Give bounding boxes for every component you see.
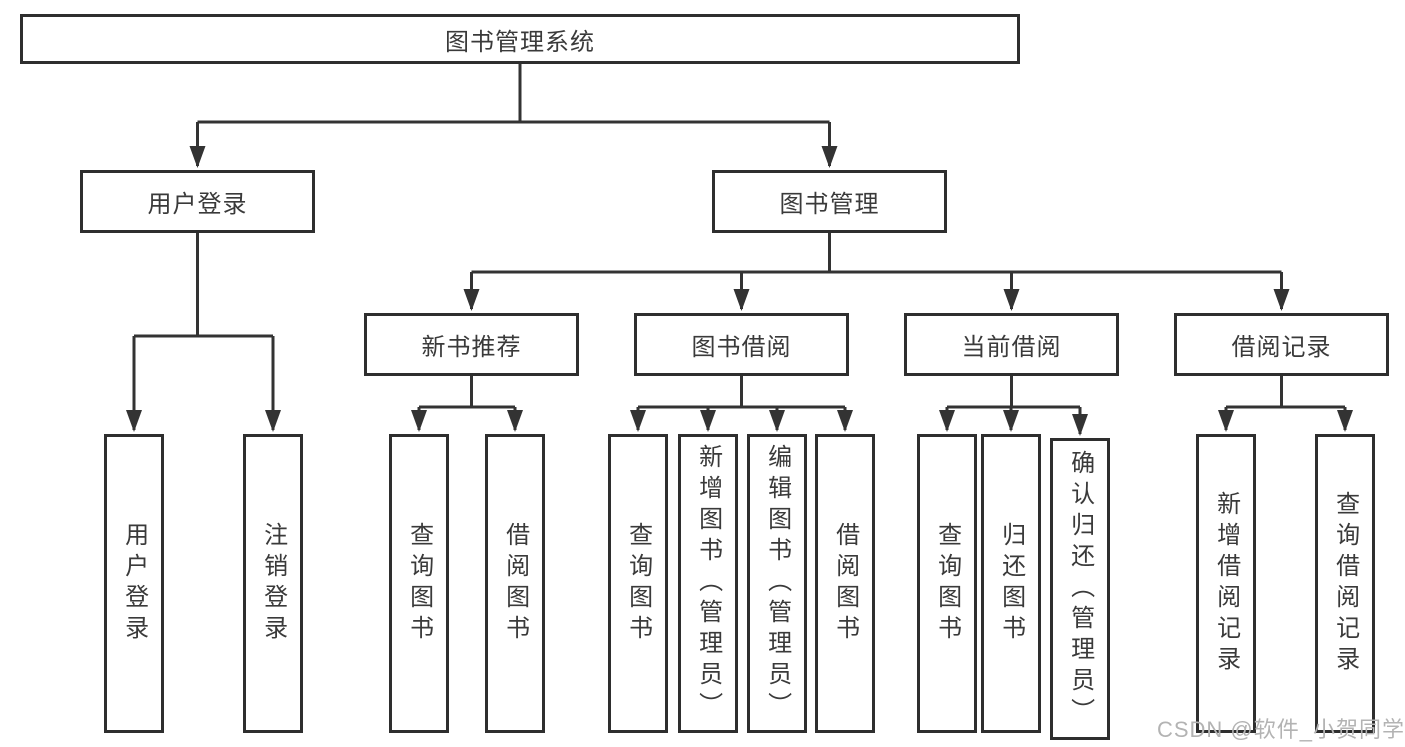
node-book-borrowing: 图书借阅 bbox=[634, 313, 849, 376]
node-label: 查询借阅记录 bbox=[1331, 490, 1359, 677]
node-borrowing-records: 借阅记录 bbox=[1174, 313, 1389, 376]
node-query-books-current: 查询图书 bbox=[917, 434, 977, 733]
node-return-books: 归还图书 bbox=[981, 434, 1041, 733]
node-add-books-admin: 新增图书（管理员） bbox=[678, 434, 738, 733]
watermark-text: CSDN @软件_小贺同学 bbox=[1156, 717, 1405, 742]
node-user-login-group: 用户登录 bbox=[80, 170, 315, 233]
node-borrow-books-recommend: 借阅图书 bbox=[485, 434, 545, 733]
node-label: 图书管理 bbox=[779, 191, 880, 218]
node-label: 当前借阅 bbox=[961, 334, 1062, 361]
node-library-management-system: 图书管理系统 bbox=[20, 14, 1020, 64]
node-book-management: 图书管理 bbox=[712, 170, 947, 233]
node-label: 新增图书（管理员） bbox=[694, 444, 722, 723]
node-edit-books-admin: 编辑图书（管理员） bbox=[747, 434, 807, 733]
node-query-books-recommend: 查询图书 bbox=[389, 434, 449, 733]
node-borrow-books: 借阅图书 bbox=[815, 434, 875, 733]
node-label: 借阅图书 bbox=[501, 521, 529, 646]
node-label: 新增借阅记录 bbox=[1212, 490, 1240, 677]
node-add-borrow-record: 新增借阅记录 bbox=[1196, 434, 1256, 733]
node-current-borrowing: 当前借阅 bbox=[904, 313, 1119, 376]
node-label: 归还图书 bbox=[997, 521, 1025, 646]
node-label: 图书借阅 bbox=[691, 334, 792, 361]
node-label: 借阅图书 bbox=[831, 521, 859, 646]
node-label: 确认归还（管理员） bbox=[1066, 449, 1094, 729]
node-label: 查询图书 bbox=[933, 521, 961, 646]
node-label: 注销登录 bbox=[259, 521, 287, 646]
node-new-book-recommendation: 新书推荐 bbox=[364, 313, 579, 376]
node-label: 用户登录 bbox=[147, 191, 248, 218]
node-query-books-borrowing: 查询图书 bbox=[608, 434, 668, 733]
node-label: 查询图书 bbox=[624, 521, 652, 646]
node-logout: 注销登录 bbox=[243, 434, 303, 733]
node-label: 新书推荐 bbox=[421, 334, 522, 361]
node-label: 图书管理系统 bbox=[445, 28, 595, 56]
node-label: 借阅记录 bbox=[1231, 334, 1332, 361]
node-label: 查询图书 bbox=[405, 521, 433, 646]
node-user-login: 用户登录 bbox=[104, 434, 164, 733]
node-confirm-return-admin: 确认归还（管理员） bbox=[1050, 438, 1110, 740]
node-query-borrow-record: 查询借阅记录 bbox=[1315, 434, 1375, 733]
node-label: 编辑图书（管理员） bbox=[763, 444, 791, 723]
node-label: 用户登录 bbox=[120, 521, 148, 646]
